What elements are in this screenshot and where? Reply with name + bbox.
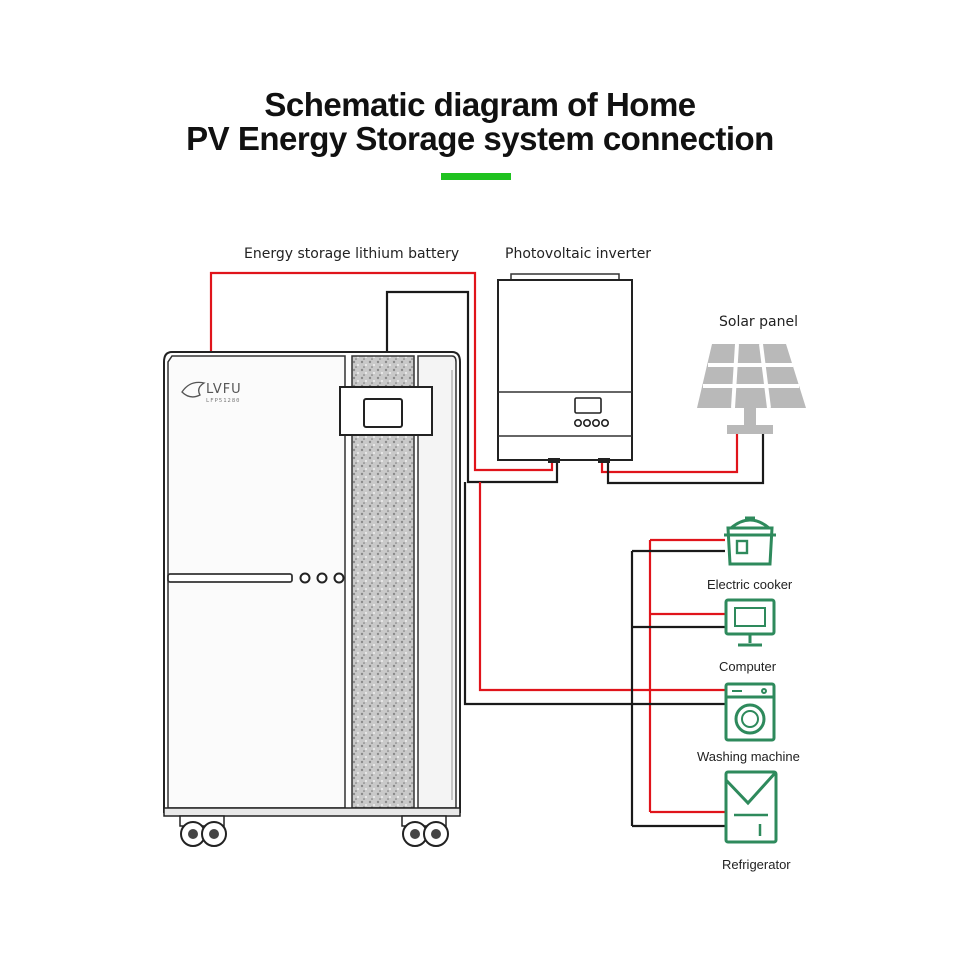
battery-label: Energy storage lithium battery [244,246,460,262]
refrigerator-label: Refrigerator [722,857,791,872]
wire-solar-negative [606,432,765,485]
caster-right [401,815,449,847]
solar-panel [697,343,806,434]
photovoltaic-inverter [497,273,633,463]
battery-logo-text: LVFU [206,382,242,397]
electric-cooker-icon [724,516,776,566]
solar-panel-label: Solar panel [719,314,798,330]
energy-storage-battery: LVFU LFP51280 [163,351,461,847]
refrigerator-icon [724,770,778,844]
inverter-button-2 [582,418,591,427]
title-line-1: Schematic diagram of Home [264,86,696,123]
inverter-button-4 [600,418,609,427]
battery-button-1 [299,572,311,584]
battery-display-screen [363,398,403,428]
battery-model-text: LFP51280 [206,398,241,404]
inverter-display [574,397,602,414]
wire-battery-positive [209,271,554,472]
wire-battery-negative [385,290,559,484]
inverter-button-3 [591,418,600,427]
inverter-label: Photovoltaic inverter [505,246,652,262]
wire-solar-positive [600,432,739,474]
battery-button-3 [333,572,345,584]
title-line-2: PV Energy Storage system connection [186,120,774,157]
battery-logo-icon [181,381,206,398]
cooker-label: Electric cooker [707,577,793,592]
caster-left [179,815,227,847]
title-accent-bar [441,173,511,180]
wire-load-negative [463,482,725,828]
wire-load-positive [478,482,725,814]
computer-label: Computer [719,659,777,674]
washing-machine-label: Washing machine [697,749,800,764]
inverter-button-1 [573,418,582,427]
washing-machine-icon [724,682,776,742]
battery-button-2 [316,572,328,584]
computer-icon [724,598,776,647]
